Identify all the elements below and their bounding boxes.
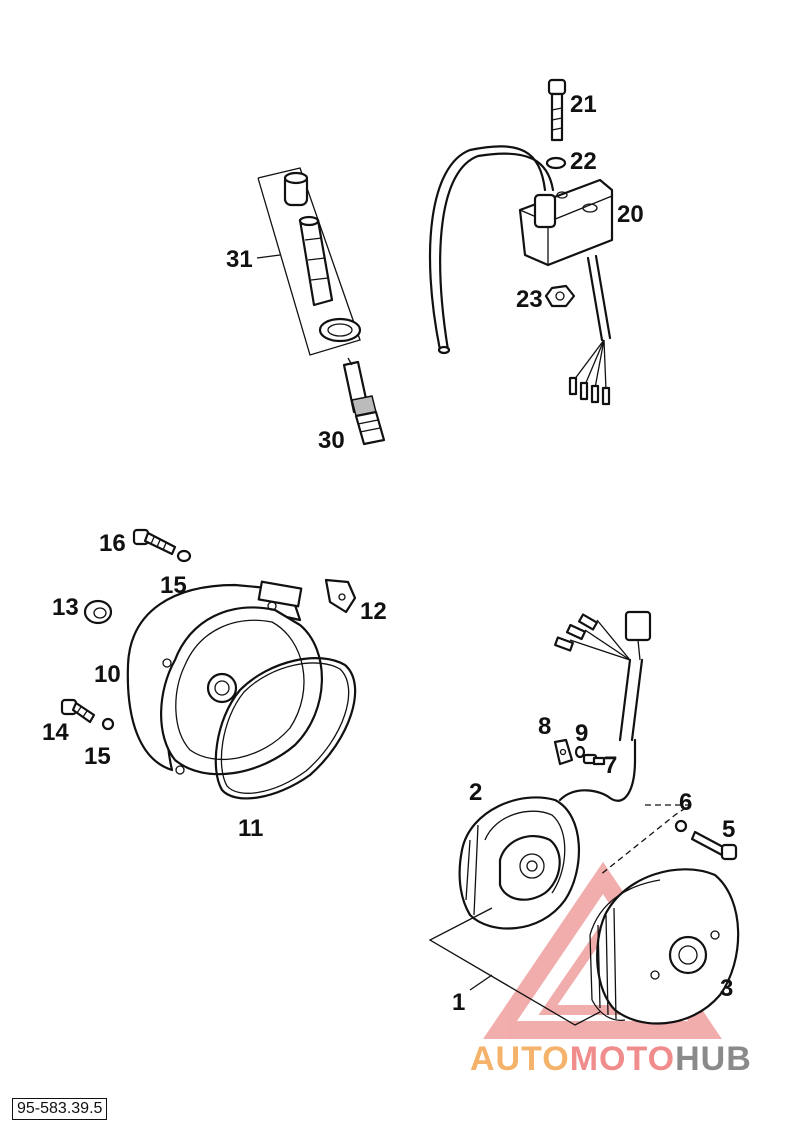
washer-9 bbox=[574, 745, 586, 759]
watermark-part-moto: MOTO bbox=[569, 1040, 676, 1078]
label-3: 3 bbox=[720, 975, 733, 1002]
label-11: 11 bbox=[238, 815, 263, 842]
label-15-top: 15 bbox=[160, 572, 187, 599]
bolt-21 bbox=[547, 78, 567, 142]
ignition-coil bbox=[428, 145, 614, 406]
leader-31 bbox=[256, 254, 281, 259]
watermark-text: AUTOMOTOHUB bbox=[470, 1040, 752, 1079]
screw-16 bbox=[132, 528, 177, 556]
label-14: 14 bbox=[42, 719, 69, 746]
label-12: 12 bbox=[360, 598, 387, 625]
label-2: 2 bbox=[469, 779, 482, 806]
washer-15-bottom bbox=[101, 717, 115, 731]
label-13: 13 bbox=[52, 594, 79, 621]
watermark-part-auto: AUTO bbox=[470, 1040, 570, 1078]
label-15-bottom: 15 bbox=[84, 743, 111, 770]
reference-code: 95-583.39.5 bbox=[12, 1098, 108, 1120]
label-16: 16 bbox=[99, 530, 126, 557]
label-22: 22 bbox=[570, 148, 597, 175]
screw-14 bbox=[60, 698, 96, 724]
label-10: 10 bbox=[94, 661, 121, 688]
flywheel-rotor bbox=[589, 868, 740, 1025]
screw-7 bbox=[582, 753, 606, 766]
screw-5 bbox=[690, 830, 738, 861]
watermark-part-hub: HUB bbox=[675, 1040, 752, 1078]
label-23: 23 bbox=[516, 286, 543, 313]
washer-22 bbox=[545, 156, 567, 170]
label-21: 21 bbox=[570, 91, 597, 118]
spark-plug bbox=[342, 357, 386, 446]
plate-8 bbox=[553, 738, 574, 766]
label-7: 7 bbox=[604, 752, 617, 779]
label-1: 1 bbox=[452, 989, 465, 1016]
stator bbox=[458, 610, 652, 930]
label-31: 31 bbox=[226, 246, 253, 273]
ignition-cover bbox=[126, 580, 323, 776]
label-9: 9 bbox=[575, 720, 588, 747]
spark-plug-cap-assembly bbox=[257, 167, 362, 356]
label-6: 6 bbox=[679, 789, 692, 816]
washer-15-top bbox=[176, 549, 192, 563]
assembly-bracket-1 bbox=[428, 907, 601, 1026]
clip-12 bbox=[324, 578, 357, 614]
assembly-bracket-dashed bbox=[599, 804, 693, 876]
label-30: 30 bbox=[318, 427, 345, 454]
label-8: 8 bbox=[538, 713, 551, 740]
label-20: 20 bbox=[617, 201, 644, 228]
washer-6 bbox=[674, 819, 688, 833]
label-5: 5 bbox=[722, 816, 735, 843]
nut-23 bbox=[544, 284, 576, 308]
leader-1 bbox=[469, 974, 493, 991]
gasket-11 bbox=[214, 657, 357, 800]
grommet-13 bbox=[83, 599, 113, 625]
